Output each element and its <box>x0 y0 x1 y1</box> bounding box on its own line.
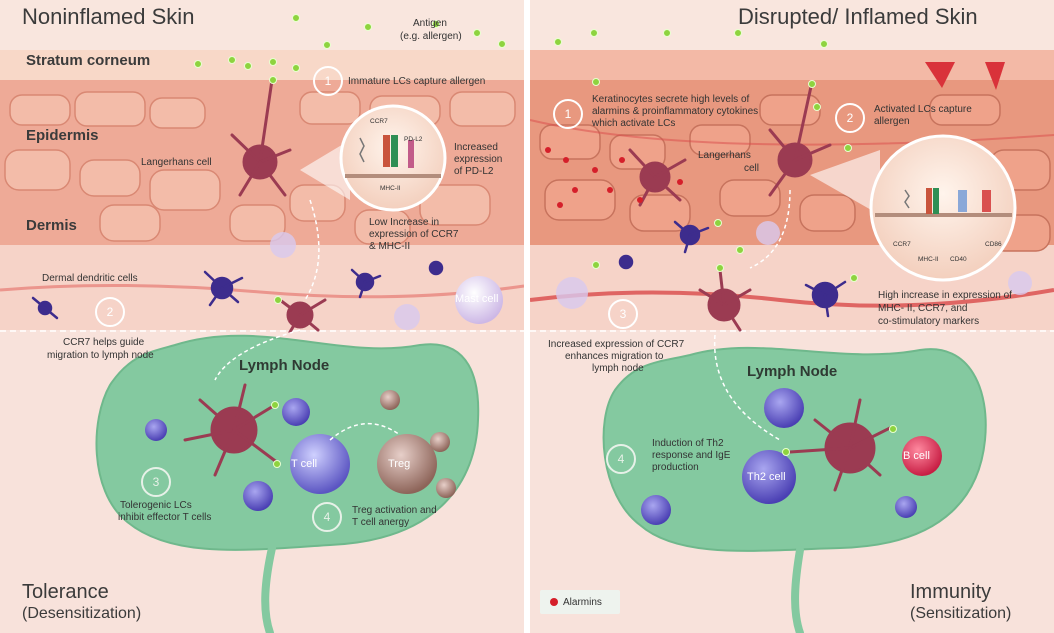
lymph-node-title-right: Lymph Node <box>747 363 838 380</box>
th2-cell-label: Th2 cell <box>747 471 786 483</box>
step-4-badge-left: 4 <box>312 502 342 532</box>
mast-cell-label: Mast cell <box>455 293 499 305</box>
inset-cd40-right: CD40 <box>950 256 967 263</box>
step-3-text-right-1: Increased expression of CCR7 <box>548 339 685 350</box>
step-2-text-right-2: allergen <box>874 116 910 127</box>
step-3-text-right-3: lymph node <box>592 363 644 374</box>
step-2-badge-left: 2 <box>95 297 125 327</box>
antigen-label: Antigen <box>413 18 447 29</box>
dermal-dc-label: Dermal dendritic cells <box>42 273 138 284</box>
lymph-node-title-left: Lymph Node <box>239 357 330 374</box>
step-3-text-left-1: Tolerogenic LCs <box>120 500 192 511</box>
inset-ccr7-right: CCR7 <box>893 241 911 248</box>
step-2-text-left-2: migration to lymph node <box>47 350 154 361</box>
step-2-text-right-1: Activated LCs capture <box>874 104 972 115</box>
step-4-text-right-2: response and IgE <box>652 450 731 461</box>
step-4-badge-right: 4 <box>606 444 636 474</box>
treg-label: Treg <box>388 458 411 470</box>
inset-mhc-right: MHC-II <box>918 256 939 263</box>
right-title: Disrupted/ Inflamed Skin <box>738 4 978 29</box>
increased-line2: expression <box>454 154 503 165</box>
step-4-text-left-1: Treg activation and <box>352 505 437 516</box>
alarmin-legend-dot <box>550 598 558 606</box>
low-increase-line3: & MHC-II <box>369 241 411 252</box>
tolerance-label: Tolerance <box>22 581 109 603</box>
inset-mhc-left: MHC-II <box>380 185 401 192</box>
high-increase-line3: co-stimulatory markers <box>878 316 980 327</box>
inset-pdl2-left: PD-L2 <box>404 136 423 143</box>
antigen-example-label: (e.g. allergen) <box>400 31 462 42</box>
immunity-sublabel: (Sensitization) <box>910 605 1012 622</box>
inset-cd86-right: CD86 <box>985 241 1002 248</box>
step-1-text-right-3: which activate LCs <box>592 118 676 129</box>
step-1-badge-left: 1 <box>313 66 343 96</box>
b-cell-label: B cell <box>903 450 930 462</box>
step-3-badge-left: 3 <box>141 467 171 497</box>
low-increase-line2: expression of CCR7 <box>369 229 459 240</box>
left-title: Noninflamed Skin <box>22 4 195 29</box>
step-3-text-right-2: enhances migration to <box>565 351 664 362</box>
step-3-badge-right: 3 <box>608 299 638 329</box>
increased-line1: Increased <box>454 142 498 153</box>
step-4-text-left-2: T cell anergy <box>352 517 410 528</box>
dermis-label: Dermis <box>26 217 77 234</box>
high-increase-line2: MHC- II, CCR7, and <box>878 303 968 314</box>
epidermis-label: Epidermis <box>26 127 99 144</box>
langerhans-cell-label-right-1: Langerhans <box>698 150 751 161</box>
step-4-text-right-3: production <box>652 462 699 473</box>
langerhans-cell-label-left: Langerhans cell <box>141 157 212 168</box>
tolerance-sublabel: (Desensitization) <box>22 605 142 622</box>
step-3-text-left-2: inhibit effector T cells <box>118 512 212 523</box>
increased-line3: of PD-L2 <box>454 166 494 177</box>
inset-ccr7-left: CCR7 <box>370 118 388 125</box>
step-1-text-right-2: alarmins & proinflammatory cytokines <box>592 106 759 117</box>
step-1-badge-right: 1 <box>553 99 583 129</box>
t-cell-label: T cell <box>291 458 318 470</box>
step-2-badge-right: 2 <box>835 103 865 133</box>
step-4-text-right-1: Induction of Th2 <box>652 438 724 449</box>
step-2-text-left-1: CCR7 helps guide <box>63 337 145 348</box>
low-increase-line1: Low Increase in <box>369 217 440 228</box>
alarmins-legend-label: Alarmins <box>563 597 602 608</box>
step-1-text-right-1: Keratinocytes secrete high levels of <box>592 94 750 105</box>
langerhans-cell-label-right-2: cell <box>744 163 760 174</box>
immunity-label: Immunity <box>910 581 992 603</box>
high-increase-line1: High increase in expression of <box>878 290 1012 301</box>
step-1-text-left: Immature LCs capture allergen <box>348 76 486 87</box>
stratum-corneum-label: Stratum corneum <box>26 52 151 69</box>
